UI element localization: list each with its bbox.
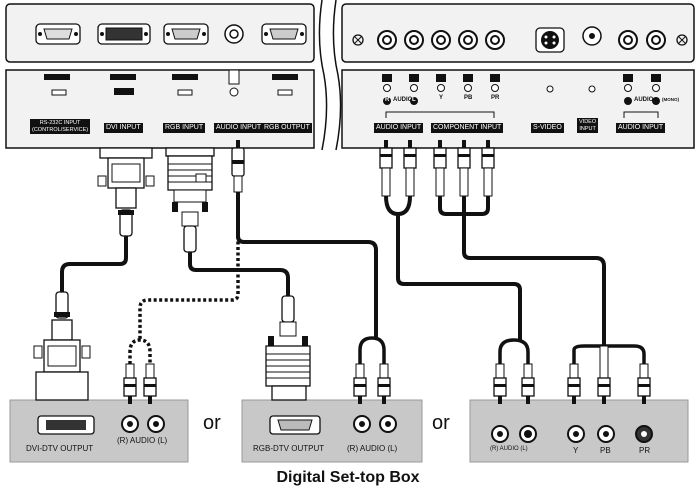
- rgb-dtv-output-label: RGB-DTV OUTPUT: [253, 444, 325, 453]
- s-video-port: [535, 27, 565, 53]
- dvi-plug-bottom: [33, 291, 91, 401]
- rgb-output-port: [261, 23, 307, 45]
- cable-rgb: [188, 250, 290, 296]
- top-right-ports: [352, 34, 688, 46]
- audio-jack-port: [224, 24, 244, 44]
- cable-audio-component: [384, 195, 522, 340]
- rca-row-top: [377, 30, 505, 50]
- dvi-plug-top: [97, 147, 155, 237]
- cable-dvi: [60, 235, 128, 292]
- component-box-audio-label: (R) AUDIO (L): [490, 446, 528, 452]
- component-box-pr-label: PR: [639, 446, 651, 455]
- component-pr-label: PR: [491, 95, 500, 101]
- rgb-input-port: [163, 23, 209, 45]
- or-separator-2: or: [432, 412, 450, 434]
- rgb-output-label: RGB OUTPUT: [262, 123, 312, 133]
- dvi-dtv-output-label: DVI-DTV OUTPUT: [26, 444, 94, 453]
- rca-plugs-bottom: [123, 345, 651, 404]
- dvi-input-label: DVI INPUT: [104, 123, 143, 133]
- component-device-box: [469, 399, 689, 463]
- rs232c-port: [35, 23, 81, 45]
- audio-input-label-video: AUDIO INPUT: [616, 123, 666, 133]
- component-y-label: Y: [439, 95, 444, 101]
- or-separator-1: or: [203, 412, 221, 434]
- lower-right-ports: [382, 74, 661, 105]
- mono-label: (MONO): [662, 97, 679, 102]
- diagram-title: Digital Set-top Box: [276, 469, 420, 486]
- audio-input-label-right: AUDIO INPUT: [374, 123, 424, 133]
- cable-audio-dvi-dotted: [138, 236, 240, 340]
- rgb-box-audio-label: (R) AUDIO (L): [347, 444, 398, 453]
- video-input-label: VIDEO INPUT: [577, 118, 599, 133]
- tv-back-panel-left: [5, 3, 315, 149]
- component-box-y-label: Y: [573, 446, 579, 455]
- cable-audio-rgb: [236, 192, 378, 338]
- rgb-plug-top: [165, 147, 215, 253]
- dvi-box-audio-label: (R) AUDIO (L): [117, 436, 168, 445]
- dvi-device-box: [9, 399, 189, 463]
- rca-plugs-top: [379, 140, 495, 197]
- audio-word: AUDIO: [393, 97, 413, 103]
- s-video-label: S-VIDEO: [531, 123, 564, 133]
- tv-back-panel-right: [341, 3, 695, 149]
- rgb-input-label: RGB INPUT: [163, 123, 206, 133]
- audio-plug-top: [231, 140, 245, 193]
- audio-input-label-left: AUDIO INPUT: [214, 123, 264, 133]
- component-pb-label: PB: [464, 95, 473, 101]
- cable-component-video: [438, 196, 606, 346]
- video-input-port: [582, 26, 602, 46]
- audio-r-marker: R: [385, 97, 390, 103]
- rca-row-top-right: [618, 30, 666, 50]
- rgb-device-box: [241, 399, 423, 463]
- audio-mono-word: AUDIO: [634, 97, 654, 103]
- rs232c-input-label: RS-232C INPUT (CONTROL/SERVICE): [30, 119, 91, 134]
- audio-l-marker: L: [412, 97, 416, 103]
- lower-left-ports: [44, 69, 298, 97]
- rgb-plug-bottom: [265, 295, 311, 401]
- split-cables: [128, 336, 646, 364]
- component-input-label: COMPONENT INPUT: [431, 123, 504, 133]
- component-box-pb-label: PB: [600, 446, 611, 455]
- dvi-port: [97, 23, 151, 45]
